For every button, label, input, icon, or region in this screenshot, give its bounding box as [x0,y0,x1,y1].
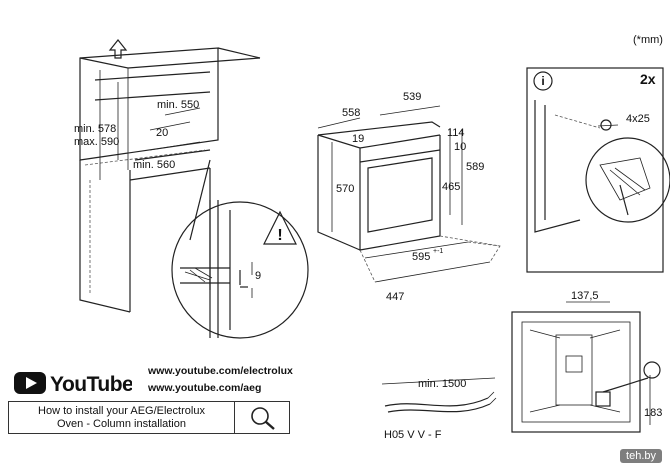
column-height-min: min. 578 [74,123,116,135]
cable-type: H05 V V - F [384,429,442,441]
oven-width-595: 595 [412,251,430,263]
caption-line-1: How to install your AEG/Electrolux [38,405,205,417]
screw-size: 4x25 [626,113,650,125]
cable-drawing: min. 1500 H05 V V - F [381,377,497,441]
url-aeg[interactable]: www.youtube.com/aeg [147,382,261,394]
rear-height: 183 [644,407,662,419]
oven-dim-10: 10 [454,141,466,153]
column-gap: 20 [156,127,168,139]
oven-top-depth: 539 [403,91,421,103]
column-cabinet: min. 578 max. 590 min. 550 20 min. 560 [74,39,261,313]
magnifier-icon[interactable] [247,405,281,431]
column-width-min: min. 560 [133,159,175,171]
power-icon [643,361,661,379]
oven-width-tolerance: +-1 [433,248,443,255]
youtube-logo[interactable]: YouTube [14,368,134,398]
detail-gap: 9 [255,270,261,282]
screw-icon [600,119,612,131]
url-electrolux[interactable]: www.youtube.com/electrolux [147,365,293,377]
caption-line-2: Oven - Column installation [56,418,186,430]
fixing-count: 2x [640,71,656,87]
up-arrow-icon [108,39,128,59]
rear-panel: 137,5 183 [511,290,662,433]
info-icon [533,71,553,91]
cable-min-length: min. 1500 [418,378,466,390]
rear-width: 137,5 [571,290,599,302]
youtube-wordmark: YouTube [50,373,132,396]
watermark: teh.by [620,449,662,463]
video-caption-box: How to install your AEG/Electrolux Oven … [8,401,290,434]
detail-circle: ! 9 [171,159,309,339]
info-symbol: i [541,74,544,88]
oven-depth-447: 447 [386,291,404,303]
units-note: (*mm) [633,34,663,46]
column-height-max: max. 590 [74,136,119,148]
oven-height-589: 589 [466,161,484,173]
oven-drawing: 558 539 19 114 10 570 465 589 595 +-1 44… [317,91,501,303]
youtube-logo-graphic: YouTube [14,372,134,396]
warning-triangle-icon [263,210,297,245]
oven-dim-19: 19 [352,133,364,145]
oven-dim-114: 114 [447,127,465,139]
warning-exclamation: ! [277,227,282,244]
fixing-panel: i 2x 4x25 [526,67,670,273]
video-caption: How to install your AEG/Electrolux Oven … [9,402,235,433]
oven-top-width: 558 [342,107,360,119]
oven-height-465: 465 [442,181,460,193]
oven-height-570: 570 [336,183,354,195]
column-depth-min: min. 550 [157,99,199,111]
